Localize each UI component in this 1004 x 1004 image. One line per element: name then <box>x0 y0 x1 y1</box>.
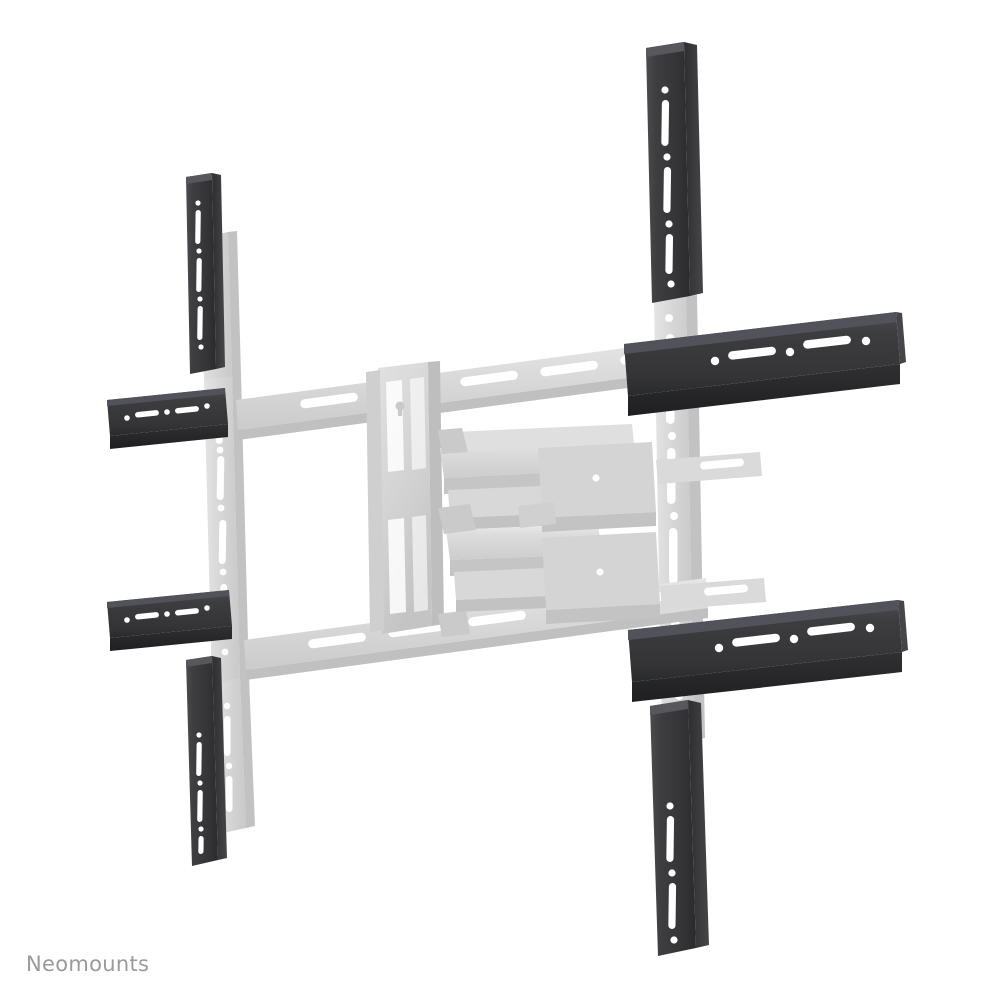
ghost-joint-brackets <box>438 428 556 637</box>
ghost-pivot-head <box>538 442 660 624</box>
vertical-strip-bottom-right[interactable] <box>650 700 709 956</box>
vertical-strip-top-left[interactable] <box>186 173 225 374</box>
horizontal-bar-bottom-right[interactable] <box>628 600 908 702</box>
brand-watermark: Neomounts <box>26 952 150 976</box>
horizontal-bar-top-left[interactable] <box>107 388 228 449</box>
horizontal-bar-top-right[interactable] <box>624 312 906 416</box>
horizontal-bar-bottom-left[interactable] <box>107 590 232 651</box>
vertical-strip-top-right[interactable] <box>646 42 703 303</box>
vertical-strip-bottom-left[interactable] <box>186 656 227 866</box>
ghost-wall-plate <box>378 361 444 634</box>
ghost-vesa-stub-rails <box>656 452 766 610</box>
ghost-wall-plate-flange <box>366 370 384 632</box>
